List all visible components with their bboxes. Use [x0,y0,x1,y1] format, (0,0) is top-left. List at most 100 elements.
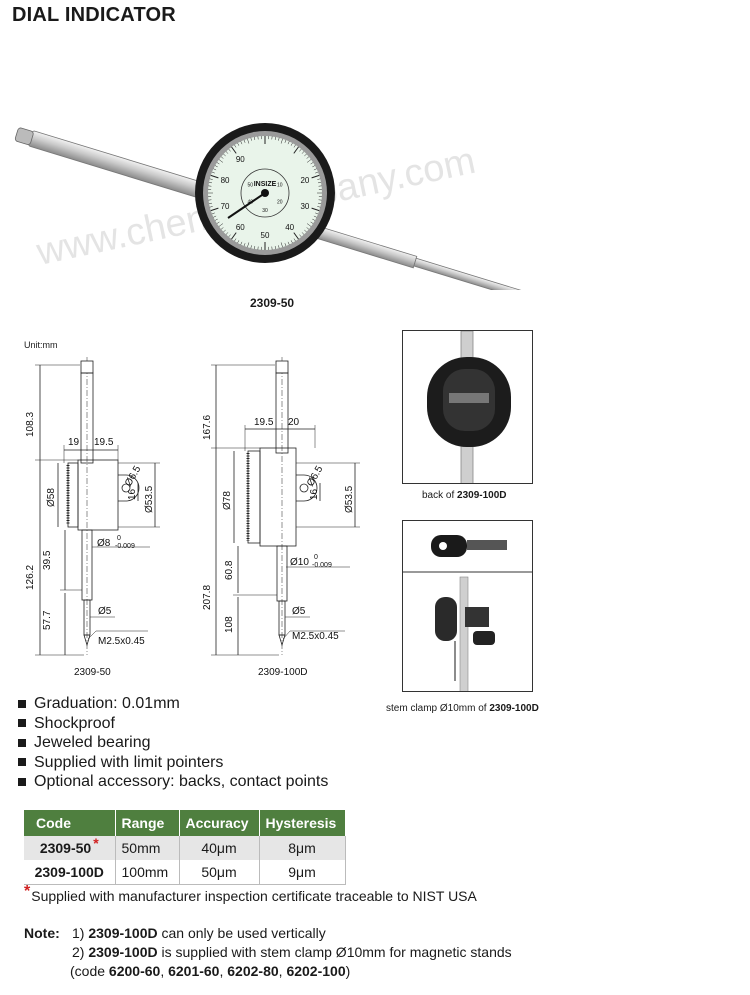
dim-back-diameter: Ø53.5 [144,485,155,513]
dim-spindle-diameter: Ø5 [98,606,112,617]
dim-spindle-diameter: Ø5 [292,606,306,617]
dial-tick [240,241,243,245]
dial-tick [306,223,312,227]
dim-spindle-length: 57.7 [42,610,53,630]
bullet-icon [18,699,26,708]
drawing-2309-100D [211,357,360,656]
dial-tick [278,245,280,249]
dim-body-width: 19.5 [94,437,114,448]
dim-overall-upper: 108.3 [25,412,36,437]
feature-text: Jeweled bearing [34,734,151,751]
note-prefix: 2) [72,944,89,960]
dim-bezel-width: 19 [68,437,80,448]
dial-tick [218,159,224,163]
dial-tick [310,162,314,165]
dial-inner-number: 10 [277,183,283,189]
table-header-row: Code Range Accuracy Hysteresis [24,810,346,836]
dial-tick [250,245,252,249]
dial-tick [284,139,287,143]
caption-code: 2309-100D [457,490,507,501]
bullet-icon [18,777,26,786]
dim-dial-diameter: Ø78 [222,491,233,510]
dial-tick [290,240,293,244]
bullet-icon [18,738,26,747]
dial-tick [214,218,218,221]
note-code: 6200-60 [108,963,161,979]
dial-number: 20 [300,176,309,185]
dial-tick [254,136,256,141]
dial-brand: INSIZE [254,181,277,188]
dim-overall-upper: 167.6 [202,415,213,440]
dial-inner-number: 30 [262,208,268,214]
dial-tick [317,202,322,204]
feature-text: Shockproof [34,714,115,732]
technical-drawings: 108.3 19 19.5 Ø6.5 16 Ø58 Ø53.5 39.5 Ø8 … [25,357,360,678]
dial-tick [237,142,240,146]
dial-tick [284,243,287,247]
dial-tick [317,182,322,184]
feature-item: Shockproof [18,714,328,734]
table-row: 2309-100D 100mm 50μm 9μm [24,860,346,885]
bullet-icon [18,758,26,767]
dial-tick [311,207,320,212]
dial-number: 60 [236,223,245,232]
dim-stem-diameter: Ø8 [97,538,111,549]
dial-tick [231,232,237,240]
dial-tick [231,146,237,154]
note-text: is supplied with stem clamp Ø10mm for ma… [157,944,512,960]
dial-tick [315,171,319,174]
spec-table: Code Range Accuracy Hysteresis 2309-50* … [24,810,346,885]
cell-range: 100mm [115,860,180,885]
col-header-accuracy: Accuracy [179,810,260,836]
dim-overall-lower: 126.2 [25,565,36,590]
caption-code: 2309-100D [489,703,539,714]
dial-tick [208,202,213,204]
dim-stem-diameter: Ø10 [290,557,309,568]
footnote: *Supplied with manufacturer inspection c… [24,883,477,906]
dial-tick [290,142,293,146]
photo-stem-clamp [402,520,533,692]
feature-text: Supplied with limit pointers [34,753,224,771]
dial-tick [247,138,250,144]
cell-range: 50mm [115,836,180,860]
dial-number: 90 [236,155,245,164]
dial-tick [315,212,319,215]
dial-tick [280,242,283,248]
dim-lug-height: 16 [309,488,320,500]
note-code: 2309-100D [88,925,158,941]
note-code: 2309-100D [88,944,158,960]
dial-tick [228,234,231,238]
unit-label: Unit:mm [24,340,58,350]
dial-tick [209,178,213,180]
feature-item: Supplied with limit pointers [18,753,328,773]
dial-tick [213,215,217,218]
dial-tick [310,221,314,224]
dial-tick [317,178,321,180]
dial-tick [211,171,215,174]
dial-tick [304,153,307,157]
photo-stem-clamp-caption: stem clamp Ø10mm of 2309-100D [386,703,539,714]
hero-caption: 2309-50 [250,296,295,310]
dial-tick [299,234,302,238]
dial-tick [243,243,246,247]
table-row: 2309-50* 50mm 40μm 8μm [24,835,346,860]
footnote-text: Supplied with manufacturer inspection ce… [31,888,477,904]
cell-hysteresis: 9μm [259,860,346,885]
dial-number: 80 [221,176,230,185]
asterisk-mark: * [24,883,31,900]
dial-tick [240,141,243,145]
dims-right: 167.6 19.5 20 Ø6.5 16 Ø78 Ø53.5 60.8 Ø10… [202,415,355,678]
feature-text: Optional accessory: backs, contact point… [34,773,329,790]
dim-thread: M2.5x0.45 [292,631,339,642]
dial-tick [313,215,317,218]
feature-item: Graduation: 0.01mm [18,694,328,714]
dial-tick [243,139,246,143]
dim-body-width: 20 [288,417,300,428]
dial-tick [306,227,310,230]
dial-tick [306,159,312,163]
dim-stem-length: 60.8 [224,560,235,580]
dim-lug-height: 16 [127,488,138,500]
dial-number: 40 [285,223,294,232]
photo-back [402,330,533,484]
drawing-2309-50 [35,357,160,656]
